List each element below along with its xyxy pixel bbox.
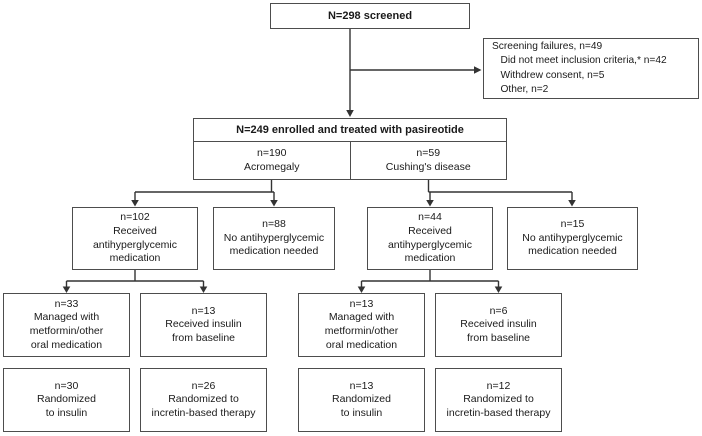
cushing-managed-oral-box: n=13 Managed with metformin/other oral m… <box>298 293 425 357</box>
screening-failures-box: Screening failures, n=49 Did not meet in… <box>483 38 699 99</box>
enrolled-cohort-cells: n=190 Acromegaly n=59 Cushing's disease <box>194 142 506 179</box>
connector-acro-medication-split <box>62 270 208 293</box>
acro-insulin-baseline-box: n=13 Received insulin from baseline <box>140 293 267 357</box>
connector-acromegaly-split <box>131 180 278 207</box>
screened-box: N=298 screened <box>270 3 470 29</box>
cushing-received-medication-box: n=44 Received antihyperglycemic medicati… <box>367 207 493 270</box>
acro-received-medication-box: n=102 Received antihyperglycemic medicat… <box>72 207 198 270</box>
connector-cushings-split <box>426 180 576 207</box>
enrolled-box: N=249 enrolled and treated with pasireot… <box>193 118 507 180</box>
cushing-insulin-baseline-box: n=6 Received insulin from baseline <box>435 293 562 357</box>
connector-cushing-medication-split <box>357 270 503 293</box>
cushing-no-medication-box: n=15 No antihyperglycemic medication nee… <box>507 207 638 270</box>
connector-screened-to-enrolled <box>346 29 354 117</box>
acro-no-medication-box: n=88 No antihyperglycemic medication nee… <box>213 207 335 270</box>
connector-to-screening-failures <box>350 66 482 74</box>
acromegaly-cell: n=190 Acromegaly <box>194 142 351 179</box>
cushing-randomized-insulin-box: n=13 Randomized to insulin <box>298 368 425 432</box>
cushings-disease-cell: n=59 Cushing's disease <box>385 146 471 173</box>
acro-managed-oral-box: n=33 Managed with metformin/other oral m… <box>3 293 130 357</box>
acro-randomized-incretin-box: n=26 Randomized to incretin-based therap… <box>140 368 267 432</box>
enrolled-header: N=249 enrolled and treated with pasireot… <box>194 119 506 142</box>
cushing-randomized-incretin-box: n=12 Randomized to incretin-based therap… <box>435 368 562 432</box>
acro-randomized-insulin-box: n=30 Randomized to insulin <box>3 368 130 432</box>
